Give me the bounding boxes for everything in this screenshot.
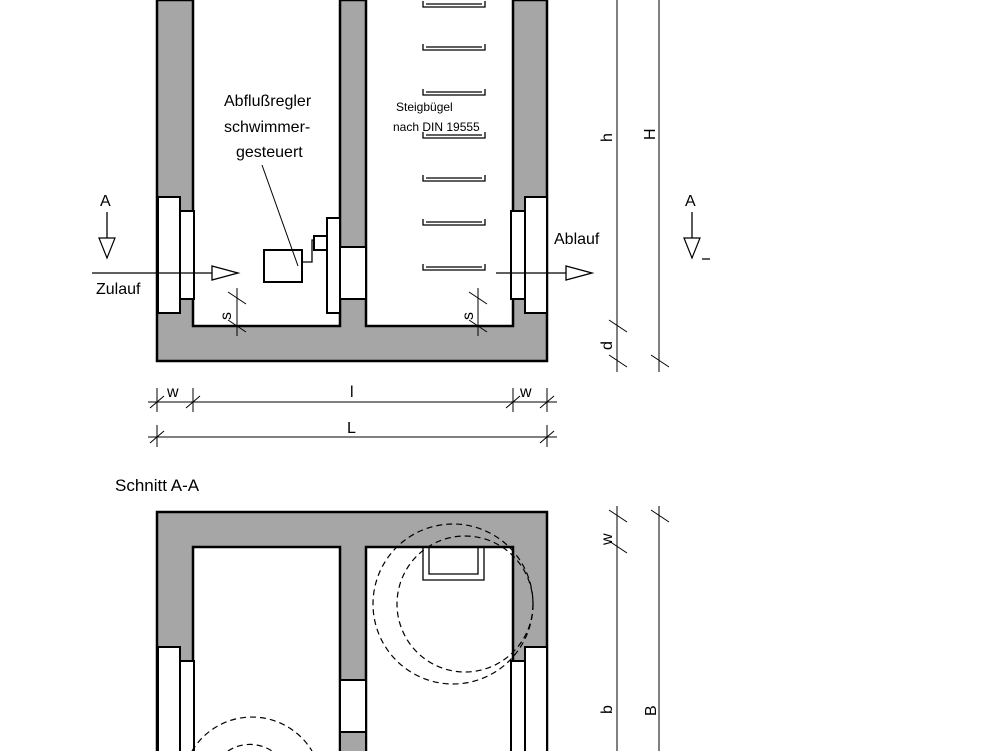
regulator-label-3: gesteuert <box>236 144 303 161</box>
step-iron-rung <box>422 1 486 8</box>
section-pipe-right-outer <box>524 646 548 751</box>
inlet-pipe-outer <box>157 196 181 314</box>
section-pipe-right-inner <box>510 660 526 751</box>
dim-L: L <box>148 420 557 447</box>
dim-H: H <box>642 0 670 372</box>
section-pipe-left-outer <box>157 646 181 751</box>
section-marker-right: A <box>683 193 710 260</box>
svg-text:w: w <box>519 384 532 401</box>
svg-text:H: H <box>642 128 659 140</box>
section-pipe-left-inner <box>179 660 195 751</box>
step-irons <box>422 1 486 271</box>
svg-text:s: s <box>460 312 477 320</box>
outlet-flow-arrow <box>496 265 595 281</box>
section-divider-opening-1 <box>339 679 367 733</box>
svg-text:h: h <box>599 133 616 142</box>
svg-text:w: w <box>599 533 616 546</box>
longitudinal-section: A A Abflußregler schwimmer- gesteuert St… <box>92 0 710 447</box>
svg-text:L: L <box>347 420 356 437</box>
divider-opening <box>339 246 367 300</box>
section-divider-opening-2 <box>339 731 367 751</box>
svg-text:s: s <box>218 312 235 320</box>
right-chamber <box>364 0 515 328</box>
svg-text:B: B <box>643 705 660 716</box>
step-iron-rung <box>422 264 486 271</box>
section-step-iron <box>422 547 485 581</box>
dim-s-left: s <box>218 288 247 336</box>
step-iron-rung <box>422 89 486 96</box>
dim-w-l-w: w l w <box>148 384 557 412</box>
regulator-label-2: schwimmer- <box>224 119 310 136</box>
svg-text:d: d <box>599 341 616 350</box>
flow-regulator <box>261 164 341 314</box>
svg-text:w: w <box>166 384 179 401</box>
access-circle-lower-inner <box>227 743 273 751</box>
outlet-pipe-outer <box>524 196 548 314</box>
section-mark-left: A <box>100 193 111 210</box>
outlet-label: Ablauf <box>554 231 600 248</box>
regulator-label-1: Abflußregler <box>224 93 312 110</box>
section-marker-left: A <box>98 193 116 260</box>
inlet-flow-arrow <box>92 265 241 281</box>
dim-w-b: w b <box>599 506 628 751</box>
access-circle-lower <box>191 716 313 751</box>
step-iron-rung <box>422 44 486 51</box>
access-circle-inner <box>396 535 534 673</box>
dim-s-right: s <box>460 288 488 336</box>
section-right-chamber <box>364 545 515 751</box>
step-iron-rung <box>422 175 486 182</box>
steps-label-1: Steigbügel <box>396 100 453 114</box>
dim-B: B <box>643 506 670 751</box>
svg-text:b: b <box>599 705 616 714</box>
inlet-pipe-inner <box>179 210 195 300</box>
svg-text:l: l <box>350 384 354 401</box>
step-iron-rung <box>422 132 486 139</box>
step-iron-rung <box>422 219 486 226</box>
outlet-pipe-inner <box>510 210 526 300</box>
steps-label-2: nach DIN 19555 <box>393 120 480 134</box>
section-title: Schnitt A-A <box>115 476 200 495</box>
section-left-chamber <box>191 545 342 751</box>
section-mark-right: A <box>685 193 696 210</box>
cross-section-a-a: w b B <box>155 506 670 751</box>
inlet-label: Zulauf <box>96 281 141 298</box>
dim-h-d: h d <box>599 0 628 372</box>
